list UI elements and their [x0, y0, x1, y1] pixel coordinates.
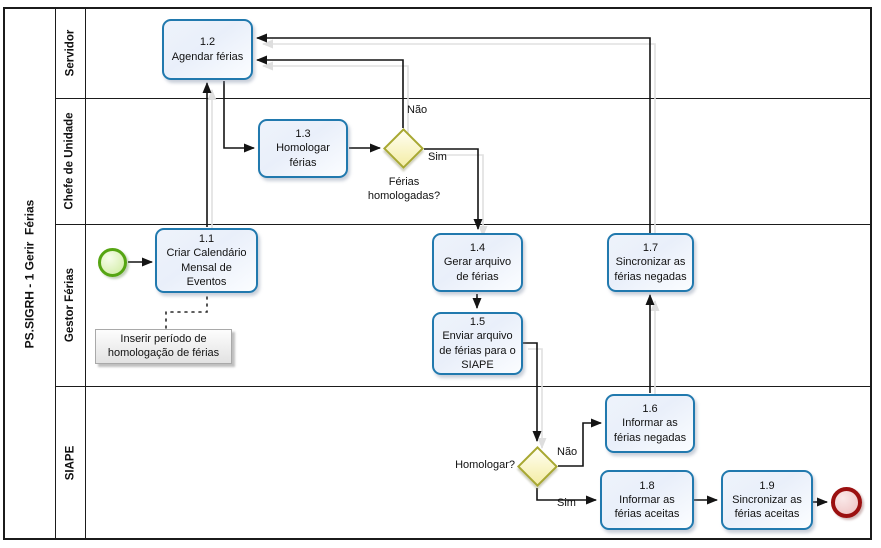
- task-label: Informar as férias negadas: [613, 417, 687, 444]
- task-label: Gerar arquivo de férias: [443, 256, 512, 283]
- task-id: 1.5: [469, 315, 486, 328]
- gateway-caption-homologar: Homologar?: [455, 459, 515, 471]
- annotation-box: Inserir período de homologação de férias: [95, 329, 232, 364]
- task-1-9-sincronizar-aceitas[interactable]: 1.9 Sincronizar as férias aceitas: [721, 470, 813, 530]
- flow-gateway-sim-to-1-4[interactable]: [424, 148, 483, 230]
- task-1-4-gerar-arquivo[interactable]: 1.4 Gerar arquivo de férias: [432, 233, 523, 292]
- task-label: Sincronizar as férias aceitas: [732, 493, 802, 521]
- task-id: 1.4: [469, 242, 486, 255]
- task-1-3-homologar-ferias[interactable]: 1.3 Homologar férias: [258, 119, 348, 178]
- flow-homologar-sim-to-1-8[interactable]: [536, 488, 597, 505]
- task-id: 1.1: [198, 232, 215, 245]
- pool-title-divider: [55, 7, 56, 540]
- gateway-caption-ferias-homologadas: Férias homologadas?: [367, 176, 441, 202]
- task-label: Homologar férias: [276, 142, 330, 169]
- task-label: Agendar férias: [171, 50, 244, 63]
- flow-1-7-to-1-2[interactable]: [256, 33, 651, 233]
- lane-divider-1: [55, 98, 872, 99]
- label-sim-homologar: Sim: [557, 497, 576, 509]
- label-sim-homologadas: Sim: [428, 151, 447, 163]
- task-id: 1.3: [295, 128, 311, 141]
- flow-1-2-to-1-3[interactable]: [223, 81, 255, 153]
- task-1-6-informar-negadas[interactable]: 1.6 Informar as férias negadas: [605, 394, 695, 453]
- label-nao-homologar: Não: [557, 446, 578, 458]
- flow-shadows: [207, 39, 660, 449]
- task-id: 1.6: [642, 403, 658, 416]
- flow-gateway-nao-to-1-2[interactable]: [256, 55, 404, 128]
- task-1-8-informar-aceitas[interactable]: 1.8 Informar as férias aceitas: [600, 470, 694, 530]
- lane-label-divider: [85, 7, 86, 540]
- label-nao-homologadas: Não: [407, 104, 428, 116]
- task-label: Sincronizar as férias negadas: [614, 256, 687, 283]
- task-1-7-sincronizar-negadas[interactable]: 1.7 Sincronizar as férias negadas: [607, 233, 694, 292]
- lane-divider-3: [55, 386, 872, 387]
- flow-homologar-nao-to-1-6[interactable]: [558, 418, 602, 467]
- flow-1-5-to-gateway-homologar[interactable]: [523, 342, 542, 442]
- lane-divider-2: [55, 224, 872, 225]
- association-1-1-to-annotation: [165, 296, 208, 329]
- task-id: 1.2: [199, 36, 216, 49]
- task-1-2-agendar-ferias[interactable]: 1.2 Agendar férias: [162, 19, 253, 80]
- task-1-5-enviar-arquivo[interactable]: 1.5 Enviar arquivo de férias para o SIAP…: [432, 312, 523, 375]
- task-1-1-criar-calendario[interactable]: 1.1 Criar Calendário Mensal de Eventos: [155, 228, 258, 293]
- task-id: 1.9: [759, 479, 775, 492]
- task-label: Enviar arquivo de férias para o SIAPE: [439, 330, 516, 371]
- end-event-icon[interactable]: [831, 487, 862, 518]
- annotation-text: Inserir período de homologação de férias: [107, 332, 220, 359]
- task-label: Criar Calendário Mensal de Eventos: [166, 247, 247, 288]
- task-label: Informar as férias aceitas: [614, 493, 680, 521]
- start-event-icon[interactable]: [98, 248, 127, 277]
- task-id: 1.7: [642, 242, 659, 255]
- task-id: 1.8: [639, 479, 655, 492]
